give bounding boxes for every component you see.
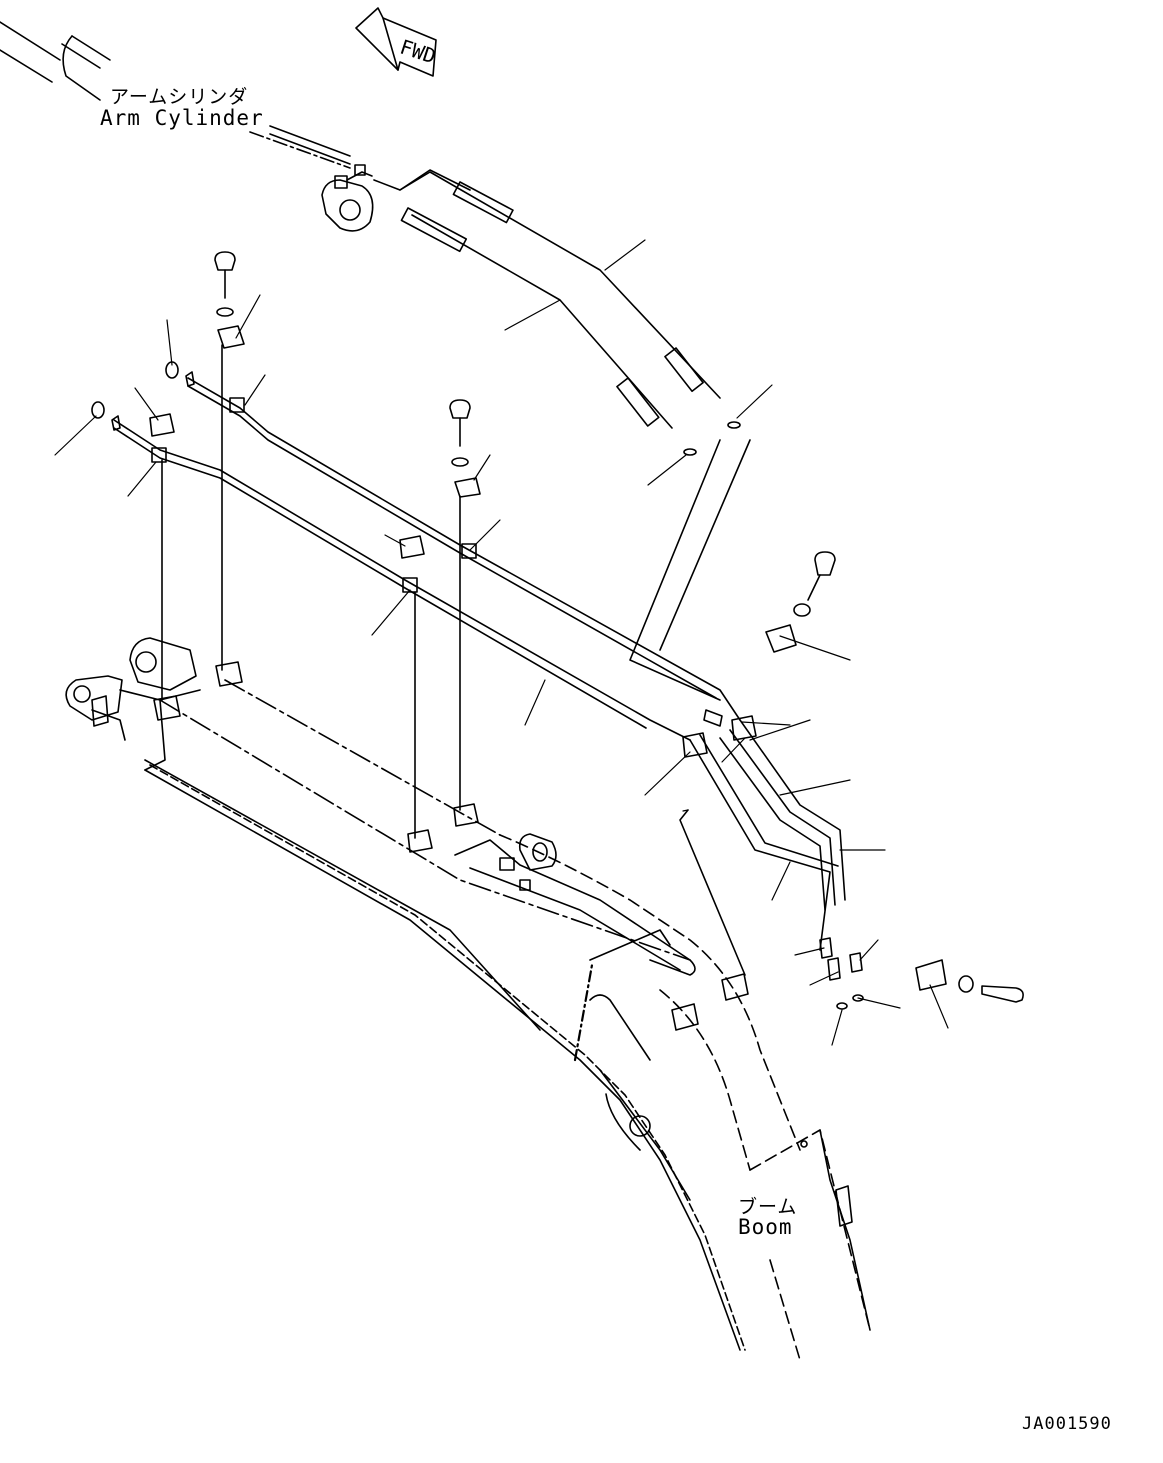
cylinder-mount	[322, 165, 470, 231]
leader-lines	[55, 240, 948, 1045]
cylinder-hoses	[400, 172, 740, 455]
drawing-code: JA001590	[1022, 1414, 1112, 1434]
boom-body	[66, 638, 870, 1360]
fwd-direction-arrow: FWD	[356, 8, 439, 76]
boom-label-ja: ブーム	[738, 1196, 798, 1218]
arm-cylinder-label-en: Arm Cylinder	[100, 106, 264, 130]
arm-cylinder	[0, 22, 350, 168]
boom-clamp-blocks	[92, 662, 852, 1226]
assembly-lines	[162, 345, 745, 975]
arm-cylinder-label-ja: アームシリンダ	[110, 86, 249, 108]
boom-bracket	[455, 834, 695, 975]
boom-label-en: Boom	[738, 1215, 793, 1239]
pipe-clamps	[92, 252, 1023, 1009]
